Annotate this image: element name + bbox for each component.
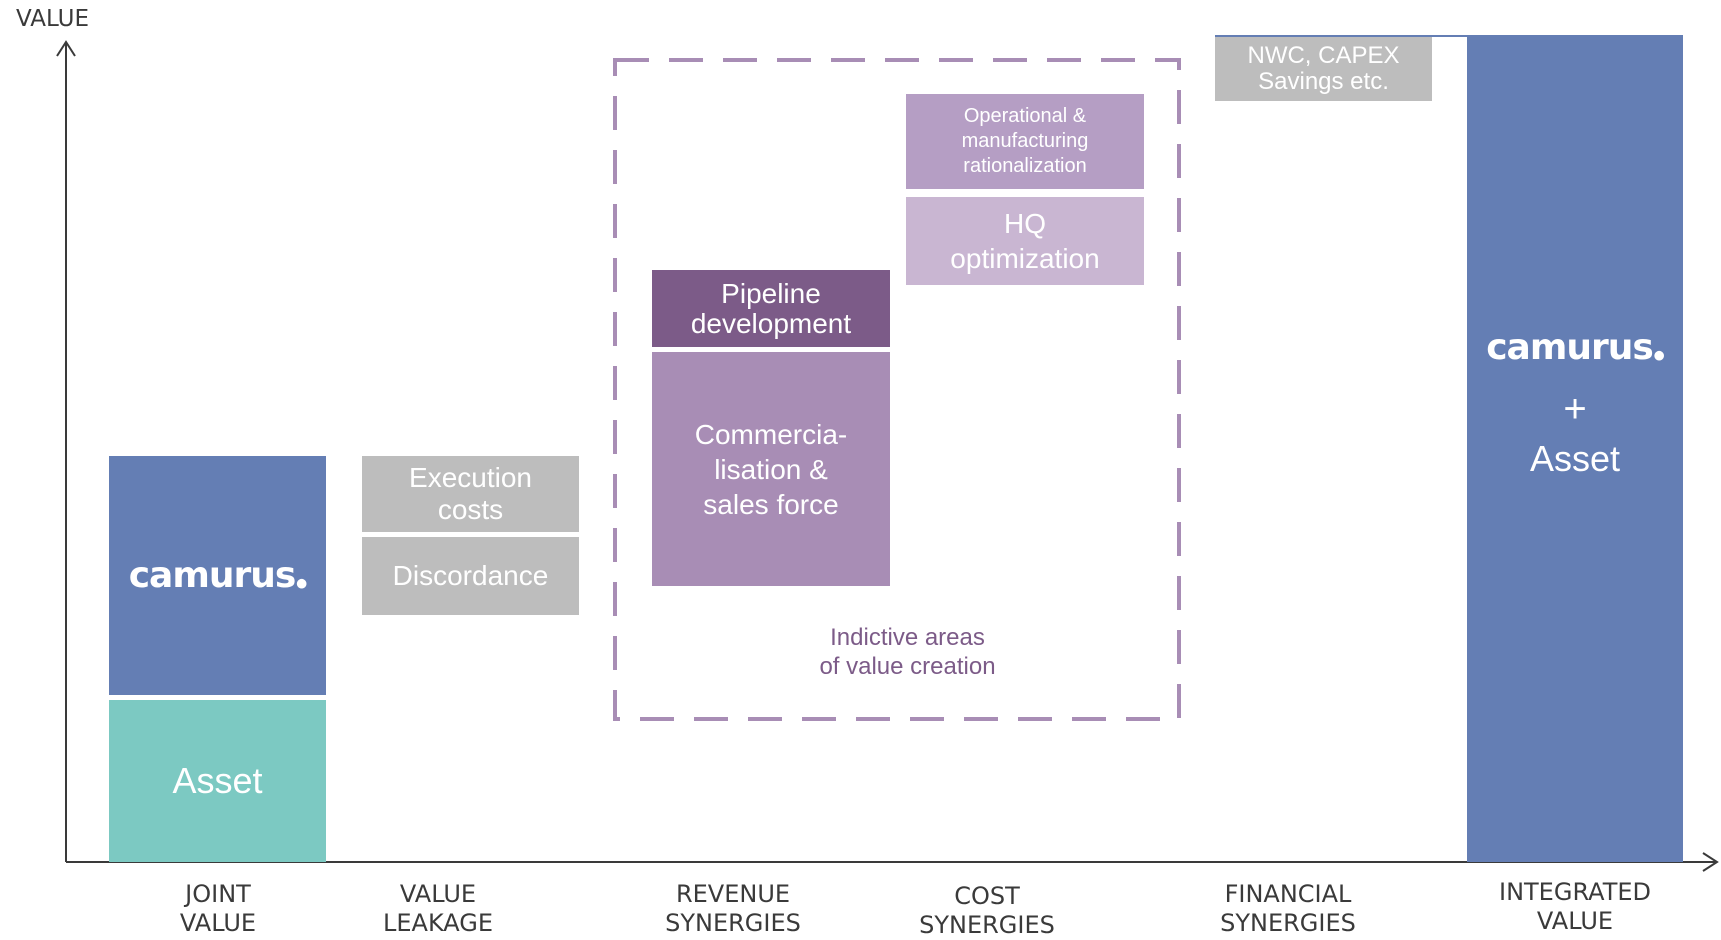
- integrated-value-block: camurus● + Asset: [1467, 35, 1683, 862]
- financial-top-line: [1215, 35, 1467, 37]
- nwc-capex-label: NWC, CAPEX Savings etc.: [1247, 41, 1400, 95]
- joint-asset-label: Asset: [172, 760, 263, 802]
- discordance-label: Discordance: [392, 559, 549, 591]
- operational-rationalization-block: Operational & manufacturing rationalizat…: [906, 94, 1144, 189]
- y-axis-arrow-icon: [56, 40, 76, 57]
- discordance-block: Discordance: [362, 537, 579, 615]
- category-label-financial-synergies: FINANCIAL SYNERGIES: [1220, 880, 1356, 937]
- category-label-cost-synergies: COST SYNERGIES: [919, 882, 1055, 939]
- category-label-integrated-value: INTEGRATED VALUE: [1498, 878, 1651, 935]
- integrated-asset-label: Asset: [1529, 438, 1621, 479]
- nwc-capex-block: NWC, CAPEX Savings etc.: [1215, 37, 1432, 101]
- commercialisation-block: Commercia- lisation & sales force: [652, 352, 890, 586]
- commercialisation-label: Commercia- lisation & sales force: [694, 418, 848, 520]
- value-creation-region: [613, 58, 1181, 721]
- operational-rationalization-label: Operational & manufacturing rationalizat…: [961, 105, 1089, 177]
- joint-asset-block: Asset: [109, 700, 326, 862]
- y-axis-label: VALUE: [16, 6, 90, 32]
- plus-sign: +: [1563, 387, 1587, 431]
- x-axis-arrow-icon: [1702, 852, 1719, 872]
- camurus-logo: camurus●: [128, 555, 308, 596]
- hq-optimization-label: HQ optimization: [950, 208, 1100, 274]
- execution-costs-label: Execution costs: [409, 461, 532, 525]
- category-label-revenue-synergies: REVENUE SYNERGIES: [665, 880, 801, 937]
- camurus-logo: camurus●: [1486, 327, 1665, 368]
- pipeline-development-block: Pipeline development: [652, 270, 890, 347]
- joint-camurus-block: camurus●: [109, 456, 326, 695]
- hq-optimization-block: HQ optimization: [906, 197, 1144, 285]
- execution-costs-block: Execution costs: [362, 456, 579, 532]
- category-label-value-leakage: VALUE LEAKAGE: [382, 880, 494, 937]
- pipeline-development-label: Pipeline development: [690, 278, 852, 339]
- value-creation-callout: Indictive areas of value creation: [819, 624, 996, 680]
- category-label-joint-value: JOINT VALUE: [179, 880, 257, 937]
